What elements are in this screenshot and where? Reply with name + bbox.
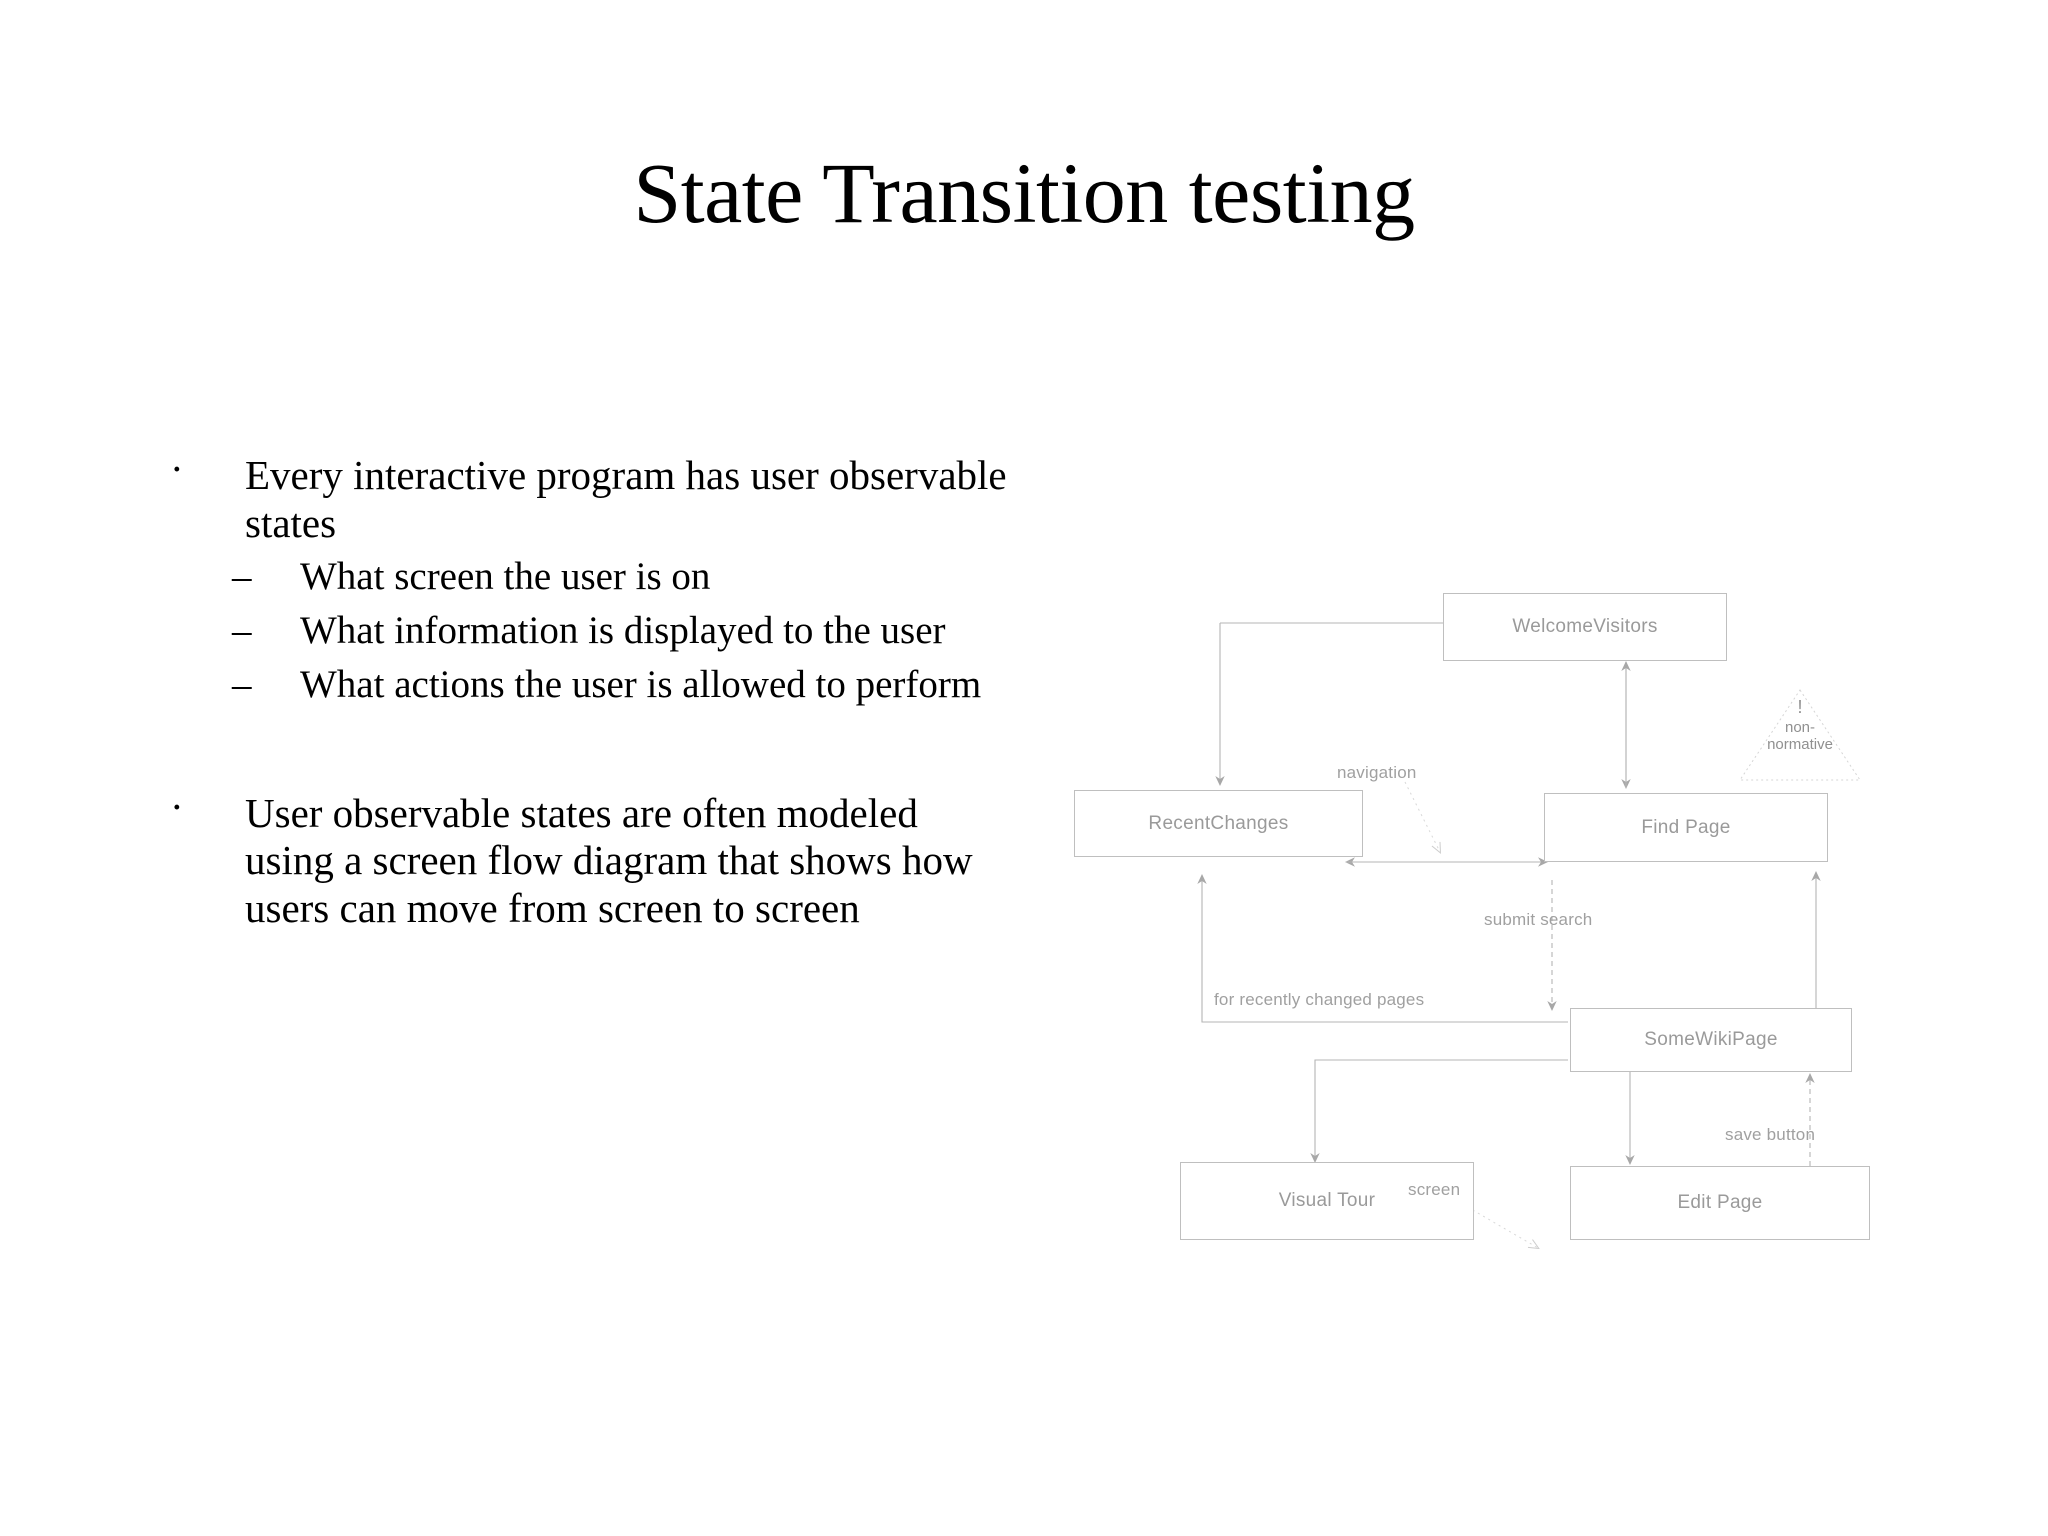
diagram-node-editpage[interactable]: Edit Page xyxy=(1570,1166,1870,1240)
screen-flow-diagram: WelcomeVisitors RecentChanges Find Page … xyxy=(1060,570,1890,1270)
sub-bullet-text-1-1: What screen the user is on xyxy=(300,554,711,598)
note-line-1: non- xyxy=(1784,719,1816,736)
bullet-text-2: User observable states are often modeled… xyxy=(245,789,973,932)
dash-marker-icon: – xyxy=(232,662,252,706)
edge-label-navigation: navigation xyxy=(1337,763,1417,782)
diagram-edges-svg xyxy=(1197,618,1861,1270)
dash-marker-icon: – xyxy=(232,554,252,598)
dash-marker-icon: – xyxy=(232,608,252,652)
diagram-node-somewikipage[interactable]: SomeWikiPage xyxy=(1570,1008,1852,1072)
node-label: RecentChanges xyxy=(1148,812,1289,834)
exclamation-icon: ! xyxy=(1797,697,1803,717)
node-label: WelcomeVisitors xyxy=(1512,616,1658,637)
node-label: Visual Tour xyxy=(1278,1190,1376,1211)
page-title: State Transition testing xyxy=(633,145,1415,241)
non-normative-note: ! non- normative xyxy=(1750,698,1850,754)
sub-bullet-text-1-3: What actions the user is allowed to perf… xyxy=(300,662,982,706)
bullet-marker-icon: · xyxy=(170,783,184,830)
sub-bullet-text-1-2: What information is displayed to the use… xyxy=(300,608,946,652)
edge-label-screen: screen xyxy=(1408,1180,1461,1199)
bullet-item-1: · Every interactive program has user obs… xyxy=(150,446,1010,548)
edge-label-submit-search: submit search xyxy=(1484,910,1593,929)
diagram-node-findpage[interactable]: Find Page xyxy=(1544,793,1828,862)
node-label: Edit Page xyxy=(1677,1192,1763,1213)
bullet-marker-icon: · xyxy=(170,446,184,492)
diagram-node-welcomevisitors[interactable]: WelcomeVisitors xyxy=(1443,593,1727,661)
note-line-2: normative xyxy=(1767,735,1833,753)
diagram-node-visualtour[interactable]: Visual Tour xyxy=(1180,1162,1474,1240)
bullet-text-1: Every interactive program has user obser… xyxy=(245,452,1007,546)
slide-body: · Every interactive program has user obs… xyxy=(150,446,1010,933)
edge-label-save-button: save button xyxy=(1725,1125,1816,1144)
bullet-spacer xyxy=(150,716,1010,790)
bullet-item-2: · User observable states are often model… xyxy=(150,784,1010,933)
sub-bullet-list-1: – What screen the user is on – What info… xyxy=(150,554,1010,708)
sub-bullet-item-1-3: – What actions the user is allowed to pe… xyxy=(150,662,1010,708)
sub-bullet-item-1-1: – What screen the user is on xyxy=(150,554,1010,600)
diagram-node-recentchanges[interactable]: RecentChanges xyxy=(1074,790,1363,857)
node-label: Find Page xyxy=(1641,816,1731,838)
edge-label-for-recently-changed-pages: for recently changed pages xyxy=(1214,990,1425,1009)
sub-bullet-item-1-2: – What information is displayed to the u… xyxy=(150,608,1010,654)
node-label: SomeWikiPage xyxy=(1644,1029,1778,1050)
